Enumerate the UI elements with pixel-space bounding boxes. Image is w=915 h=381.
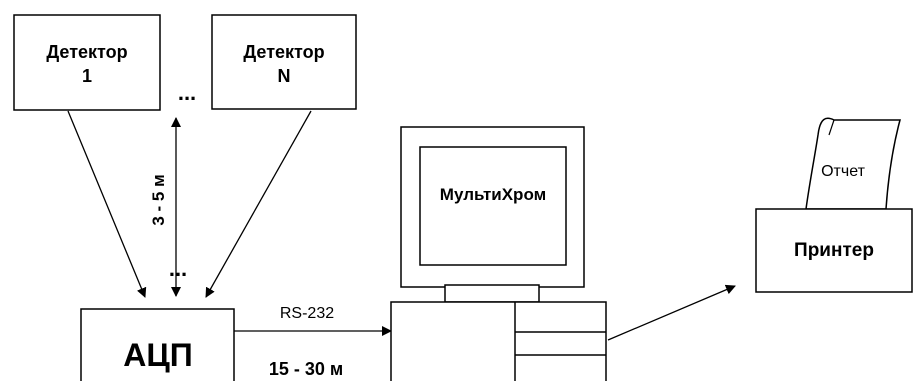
report-label: Отчет: [821, 163, 865, 180]
screen-app-name: МультиХром: [440, 185, 546, 204]
adc-label: АЦП: [123, 337, 192, 373]
adc-box: АЦП: [81, 309, 234, 381]
printer-label: Принтер: [794, 240, 874, 261]
detector-n-title: Детектор: [243, 42, 324, 62]
arrow-detector-1-to-adc: [68, 111, 145, 297]
report-paper: Отчет: [806, 118, 900, 209]
link-distance-label: 15 - 30 м: [269, 359, 343, 379]
computer-system-unit: [391, 302, 606, 381]
detector-1-title: Детектор: [46, 42, 127, 62]
computer-monitor: МультиХром: [401, 127, 584, 302]
arrow-detector-n-to-adc: [206, 111, 311, 297]
interface-label: RS-232: [280, 305, 334, 322]
ellipsis-bottom: ...: [169, 256, 187, 281]
ellipsis-top: ...: [178, 80, 196, 105]
printer-box: Принтер: [756, 209, 912, 292]
detector-1-box: Детектор 1: [14, 15, 160, 110]
detector-1-number: 1: [82, 66, 92, 86]
monitor-stand: [445, 285, 539, 302]
distance-label: 3 - 5 м: [149, 174, 168, 225]
monitor-screen: [420, 147, 566, 265]
detector-n-box: Детектор N: [212, 15, 356, 109]
detector-n-number: N: [278, 66, 291, 86]
arrow-computer-to-printer: [608, 286, 735, 340]
